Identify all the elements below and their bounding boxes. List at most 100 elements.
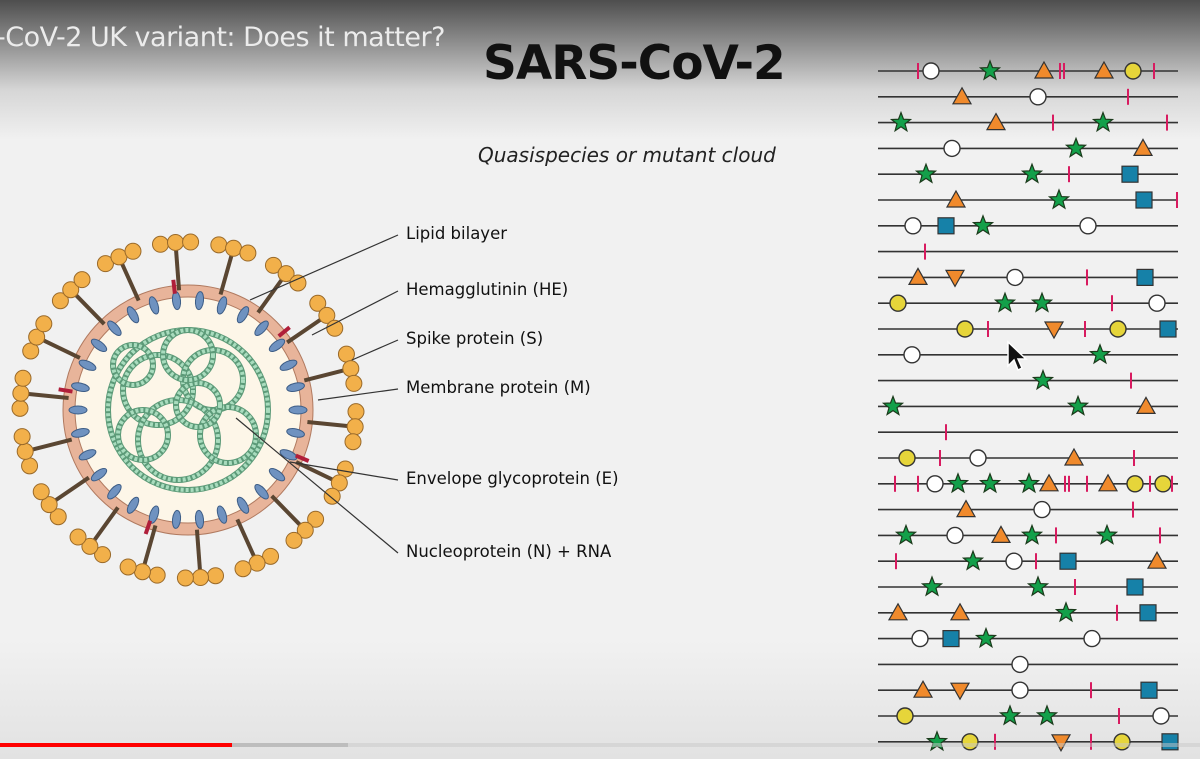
spike-protein bbox=[51, 271, 106, 326]
mutation-circle-white bbox=[903, 346, 921, 364]
mutation-star bbox=[971, 214, 995, 236]
spike-protein bbox=[22, 315, 81, 360]
genome-variant-row bbox=[878, 499, 1178, 519]
genome-variant-row bbox=[878, 291, 1178, 313]
mutation-star bbox=[993, 291, 1017, 313]
membrane-protein bbox=[107, 320, 122, 336]
membrane-protein bbox=[236, 496, 250, 514]
mutation-circle-white bbox=[946, 526, 964, 545]
membrane-protein bbox=[90, 338, 108, 353]
envelope-glycoprotein bbox=[58, 387, 73, 394]
spike-protein bbox=[256, 256, 307, 314]
mutation-circle-white bbox=[1148, 294, 1166, 312]
mutation-triangle bbox=[949, 602, 971, 621]
mutation-star bbox=[894, 523, 918, 545]
label-envelope-glycoprotein: Envelope glycoprotein (E) bbox=[406, 469, 619, 488]
mutation-star bbox=[998, 704, 1022, 726]
mutation-circle-white bbox=[1083, 629, 1101, 648]
leader-line bbox=[235, 417, 399, 554]
mutation-circle-yellow bbox=[1126, 475, 1144, 493]
video-title[interactable]: -CoV-2 UK variant: Does it matter? bbox=[0, 22, 445, 53]
mutation-triangle bbox=[1033, 60, 1055, 79]
membrane-protein bbox=[71, 382, 90, 392]
genome-variant-row bbox=[878, 601, 1178, 623]
spike-protein bbox=[307, 403, 365, 451]
mutation-circle-white bbox=[943, 139, 961, 158]
genome-variant-row bbox=[878, 575, 1178, 597]
mutation-square bbox=[1161, 733, 1179, 751]
leader-line bbox=[351, 339, 399, 361]
spike-protein bbox=[13, 428, 73, 475]
genome-variant-row bbox=[878, 267, 1178, 288]
label-spike-protein: Spike protein (S) bbox=[406, 329, 544, 348]
mutation-star bbox=[914, 162, 938, 184]
label-hemagglutinin: Hemagglutinin (HE) bbox=[406, 280, 569, 299]
spike-protein bbox=[303, 345, 363, 392]
mutation-star bbox=[1091, 110, 1115, 133]
spike-protein bbox=[176, 529, 225, 587]
mutation-star bbox=[1020, 523, 1044, 545]
mutation-triangle bbox=[907, 267, 929, 285]
membrane-protein bbox=[194, 509, 205, 529]
mutation-star bbox=[1095, 523, 1119, 545]
mutation-square bbox=[937, 217, 955, 235]
mutation-square bbox=[1136, 268, 1154, 286]
mutation-triangle bbox=[990, 525, 1012, 544]
spike-protein bbox=[234, 518, 280, 578]
virion-diagram bbox=[11, 233, 399, 587]
mutation-circle-yellow bbox=[896, 707, 914, 725]
spike-protein bbox=[11, 369, 69, 417]
mutation-square bbox=[1135, 191, 1153, 209]
envelope-glycoprotein bbox=[277, 325, 291, 338]
spike-protein bbox=[151, 233, 200, 291]
mutation-triangle bbox=[1097, 473, 1119, 492]
mutation-star bbox=[925, 730, 949, 752]
genome-variant-row bbox=[878, 136, 1178, 158]
membrane-protein bbox=[194, 291, 205, 311]
genome-variant-row bbox=[878, 523, 1178, 545]
mutation-star bbox=[1066, 394, 1090, 416]
mutation-circle-yellow bbox=[1124, 62, 1142, 80]
mutation-triangle bbox=[1146, 550, 1168, 569]
mutation-triangle-inverted bbox=[1043, 321, 1065, 340]
leader-line bbox=[311, 290, 399, 336]
leader-line bbox=[249, 234, 399, 301]
membrane-protein bbox=[254, 484, 269, 500]
mutation-circle-white bbox=[1152, 707, 1170, 725]
genome-variant-row bbox=[878, 188, 1178, 210]
mutation-star bbox=[889, 110, 913, 133]
mutation-circle-white bbox=[922, 62, 940, 80]
mutation-triangle bbox=[985, 112, 1007, 131]
spike-protein bbox=[286, 294, 344, 345]
membrane-protein bbox=[171, 509, 182, 529]
genome-variant-row bbox=[878, 394, 1178, 416]
mutation-triangle bbox=[1063, 447, 1085, 466]
genome-variant-row bbox=[878, 424, 1178, 441]
mutation-star bbox=[978, 472, 1002, 494]
video-progress-bar[interactable] bbox=[0, 743, 1200, 747]
mutation-circle-white bbox=[911, 629, 929, 648]
mutation-circle-yellow bbox=[889, 294, 907, 312]
mutation-square bbox=[1126, 578, 1144, 596]
mutation-star bbox=[978, 59, 1002, 81]
mutation-square bbox=[1140, 681, 1158, 699]
envelope-glycoprotein bbox=[143, 520, 153, 535]
genome-variant-row bbox=[878, 320, 1178, 340]
spike-protein bbox=[270, 494, 325, 549]
membrane-protein bbox=[78, 449, 97, 461]
genome-variant-row bbox=[878, 549, 1178, 571]
genome-variant-row bbox=[878, 626, 1178, 649]
spike-protein bbox=[210, 236, 257, 296]
mutation-triangle bbox=[912, 679, 934, 698]
slide-title: SARS-CoV-2 bbox=[483, 36, 786, 91]
progress-played bbox=[0, 743, 232, 747]
membrane-protein bbox=[279, 449, 298, 461]
membrane-protein bbox=[216, 505, 228, 524]
genome-variant-row bbox=[878, 655, 1178, 674]
mutation-square bbox=[1139, 604, 1157, 622]
slide-subtitle: Quasispecies or mutant cloud bbox=[478, 143, 776, 167]
genome-variant-row bbox=[878, 472, 1178, 494]
leader-line bbox=[317, 388, 399, 401]
genome-variant-row bbox=[878, 343, 1178, 365]
membrane-protein bbox=[286, 382, 305, 392]
